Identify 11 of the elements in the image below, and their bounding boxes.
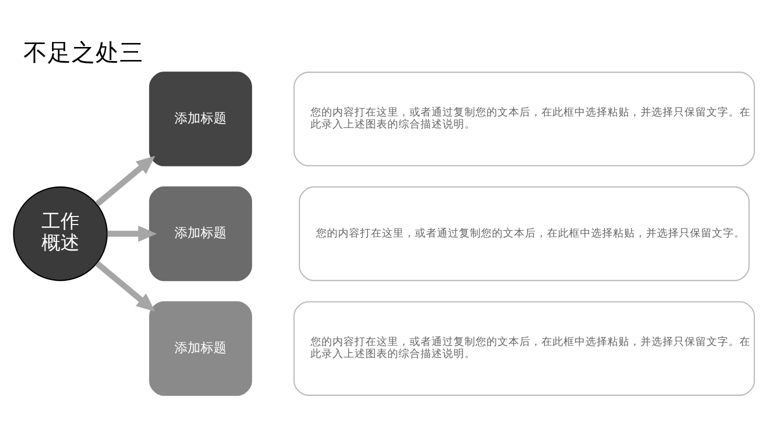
arrow — [107, 226, 157, 242]
node-box: 添加标题 — [149, 72, 252, 166]
diagram-title: 不足之处三 — [23, 38, 144, 66]
node-box: 添加标题 — [149, 301, 252, 396]
arrow — [95, 156, 156, 206]
node-box: 添加标题 — [149, 186, 252, 282]
node-circle: 工作概述 — [13, 186, 108, 282]
node-box: 您的内容打在这里，或者通过复制您的文本后，在此框中选择粘贴，并选择只保留文字。在此录入上述图表的综合描述说明。 — [293, 72, 755, 166]
arrow — [95, 261, 156, 312]
node-box: 您的内容打在这里，或者通过复制您的文本后，在此框中选择粘贴，并选择只保留文字。 — [298, 186, 750, 282]
node-box: 您的内容打在这里，或者通过复制您的文本后，在此框中选择粘贴，并选择只保留文字。在此录入上述图表的综合描述说明。 — [293, 301, 755, 396]
